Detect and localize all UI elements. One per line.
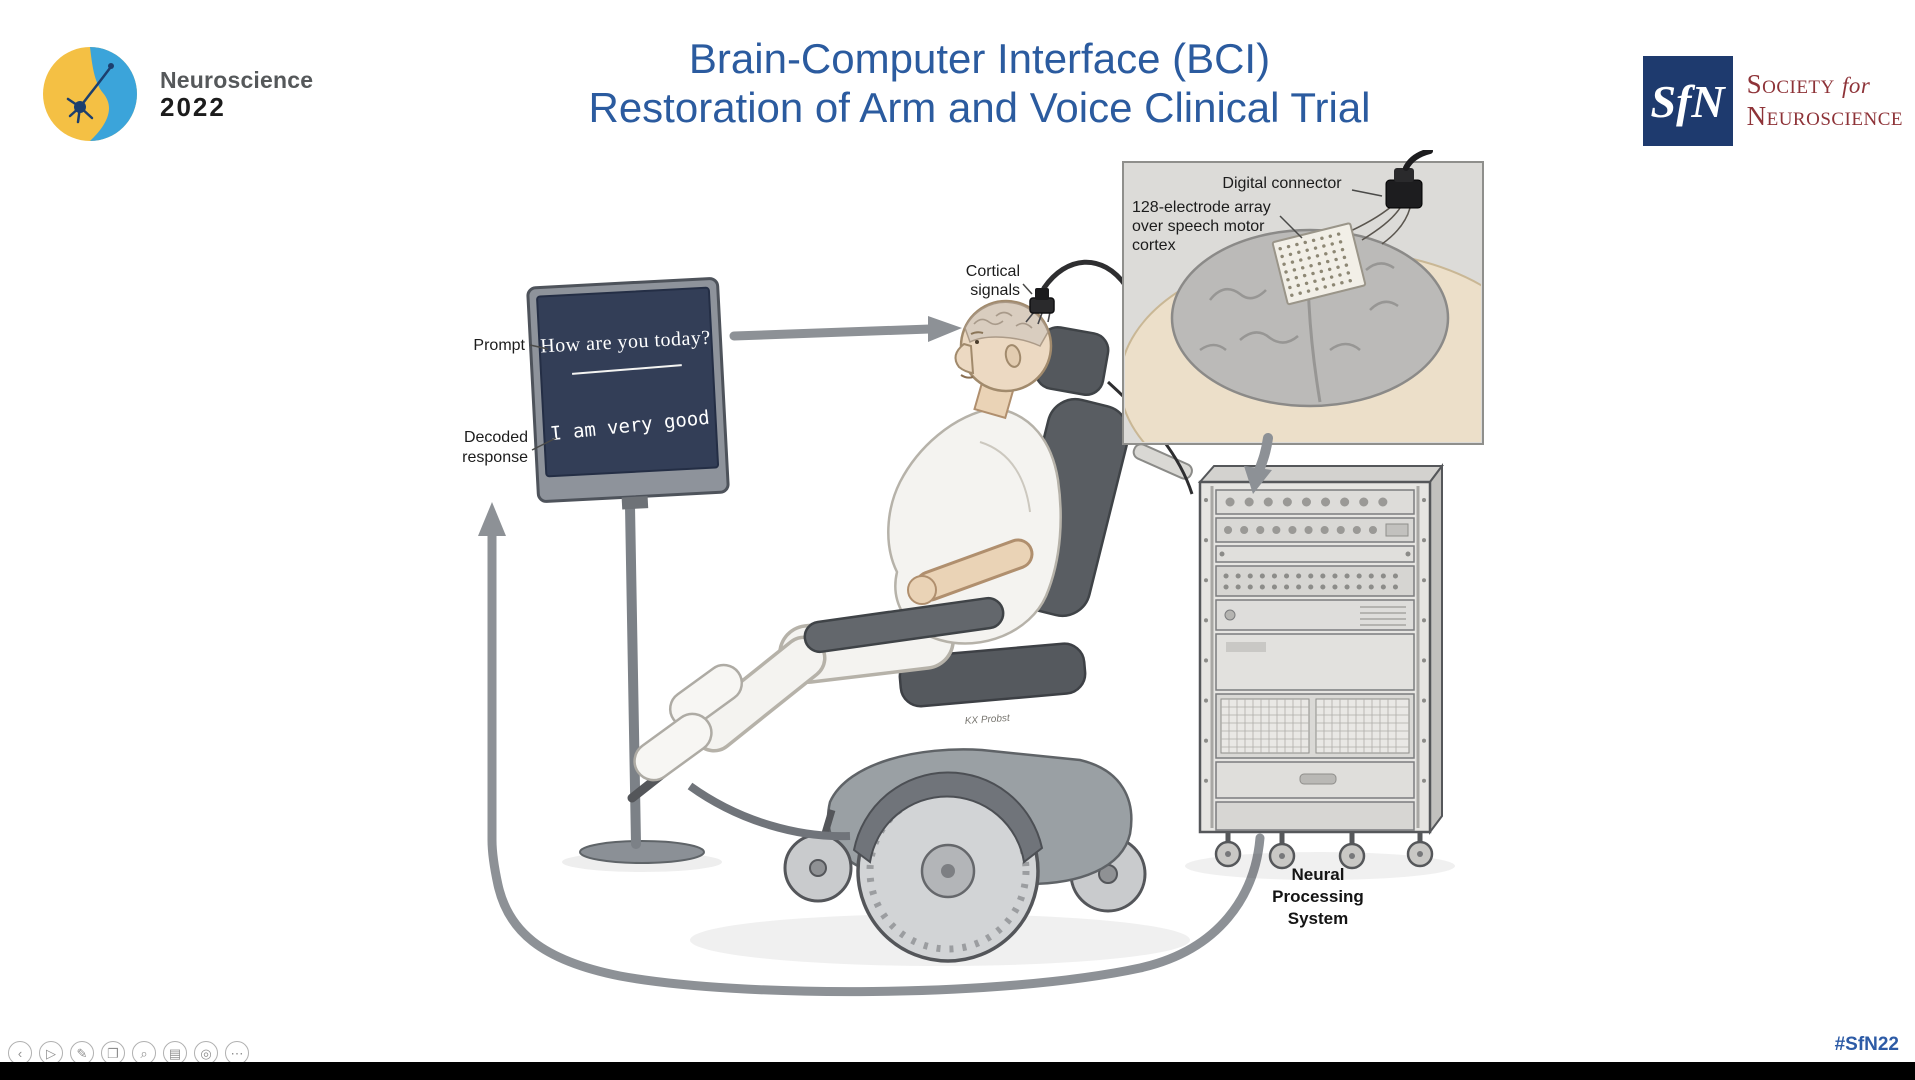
neural-processing-system-label: Neural Processing System [1272, 865, 1364, 928]
previous-button[interactable]: ‹ [8, 1041, 32, 1065]
pointer-button[interactable]: ◎ [194, 1041, 218, 1065]
slide-title: Brain-Computer Interface (BCI) Restorati… [22, 34, 1915, 132]
svg-text:Prompt: Prompt [473, 337, 525, 354]
neuroscience-logo-text: Neuroscience 2022 [160, 67, 314, 123]
drive-wheel [856, 779, 1040, 963]
zoom-button[interactable]: ⌕ [132, 1041, 156, 1065]
slide-title-line-2: Restoration of Arm and Voice Clinical Tr… [588, 84, 1371, 132]
copy-button[interactable]: ❐ [101, 1041, 125, 1065]
sfn-org-line-1: Society for [1747, 69, 1903, 101]
patient-and-wheelchair: KX Probst [627, 259, 1194, 963]
svg-text:Neural: Neural [1292, 865, 1345, 884]
svg-text:cortex: cortex [1132, 237, 1176, 254]
cortical-signals-label: Cortical signals [966, 263, 1033, 299]
digital-connector [1385, 150, 1433, 209]
svg-text:signals: signals [970, 282, 1020, 299]
bottom-black-bar [0, 1062, 1915, 1080]
patient-head [954, 299, 1053, 393]
svg-text:response: response [462, 449, 528, 466]
svg-text:Decoded: Decoded [464, 429, 528, 446]
bci-diagram: How are you today? I am very good [462, 150, 1484, 997]
more-button[interactable]: ⋯ [225, 1041, 249, 1065]
hashtag-text: #SfN22 [1834, 1034, 1899, 1055]
neuroscience-logo-icon [43, 47, 137, 141]
svg-text:Cortical: Cortical [966, 263, 1020, 280]
signals-to-rack-arrow [1244, 433, 1273, 494]
equipment-rack: Neural Processing System [1185, 463, 1455, 928]
svg-text:128-electrode array: 128-electrode array [1132, 199, 1271, 216]
electrode-array-label: 128-electrode array over speech motor co… [1132, 199, 1271, 254]
prompt-label: Prompt [473, 337, 549, 354]
svg-text:Processing: Processing [1272, 887, 1364, 906]
svg-text:over speech motor: over speech motor [1132, 218, 1265, 235]
sfn-org-line-2: Neuroscience [1746, 101, 1903, 131]
neuroscience-wordmark: Neuroscience [160, 67, 314, 93]
sfn-for-word: for [1842, 73, 1871, 99]
electrode-array [1271, 222, 1367, 306]
head-connector [1025, 288, 1055, 325]
sfn-org-name: Society for Neuroscience [1747, 69, 1903, 133]
artist-signature: KX Probst [964, 713, 1011, 727]
rack-casters [1214, 832, 1434, 870]
digital-connector-label: Digital connector [1222, 175, 1342, 192]
sfn-logo: SfN Society for Neuroscience [1642, 56, 1903, 146]
armrest [803, 596, 1005, 654]
display-monitor: How are you today? I am very good [526, 277, 730, 510]
decoded-response-label: Decoded response [462, 429, 557, 466]
prompt-arrow [729, 316, 962, 342]
neuroscience-year: 2022 [160, 92, 226, 123]
svg-text:System: System [1288, 909, 1348, 928]
sfn-monogram-icon: SfN [1642, 56, 1733, 146]
slide-title-line-1: Brain-Computer Interface (BCI) [688, 35, 1271, 82]
sfn-society-word: Society [1746, 69, 1835, 100]
feedback-loop-arrow [478, 502, 1265, 997]
monitor-stand [579, 501, 705, 864]
neuroscience-2022-logo [40, 44, 140, 149]
electrode-inset: Digital connector 128-electrode array ov… [1122, 150, 1484, 445]
